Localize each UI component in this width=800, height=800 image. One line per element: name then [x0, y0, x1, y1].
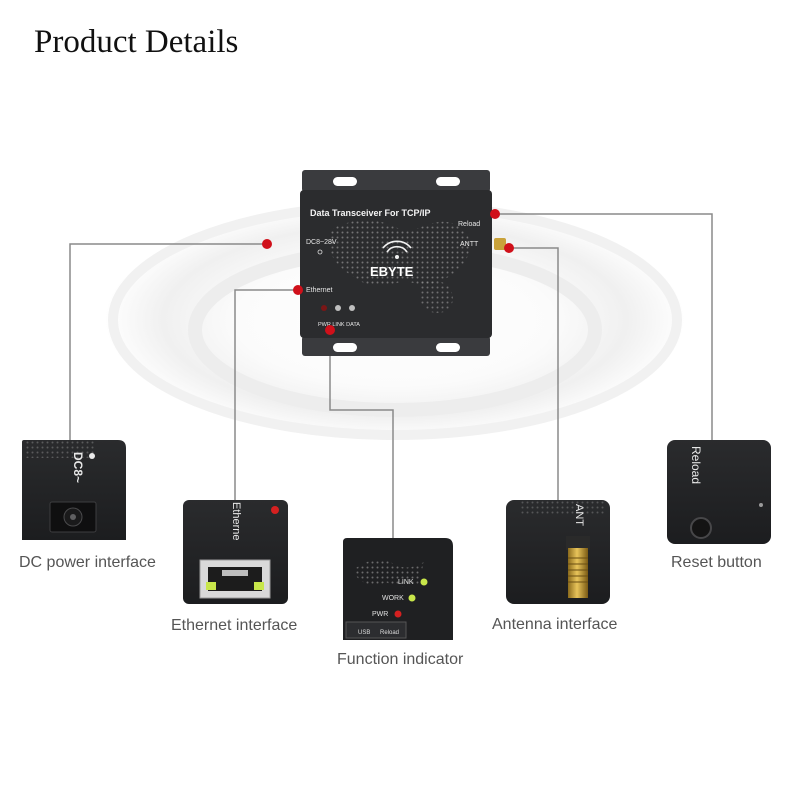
pwr-led-icon [394, 610, 402, 618]
led-label-pwr: PWR [372, 611, 388, 618]
page-title: Product Details [34, 24, 239, 60]
link-led-icon [420, 578, 428, 586]
callout-dot [262, 239, 272, 249]
reset-button-icon [690, 517, 712, 539]
device: Data Transceiver For TCP/IP EBYTE DC8~28… [300, 170, 506, 356]
mount-slot [436, 177, 460, 186]
function-indicator-detail: LINK WORK PWR USB Reload [343, 538, 453, 640]
ethernet-detail-text: Etherne [230, 502, 242, 541]
device-reload-text: Reload [458, 221, 480, 228]
device-indicator-text: PWR LINK DATA [318, 322, 360, 328]
antenna-connector [494, 238, 506, 250]
mount-slot [333, 177, 357, 186]
pwr-led [321, 305, 327, 311]
function-button-reload: Reload [380, 630, 399, 636]
function-indicator-label: Function indicator [337, 651, 464, 668]
mount-slot [333, 343, 357, 352]
function-button-usb: USB [358, 630, 370, 636]
work-led-icon [408, 594, 416, 602]
leader-lines [69, 213, 713, 540]
reset-detail: Reload [667, 440, 771, 544]
reset-detail-text: Reload [689, 446, 703, 484]
mount-slot [436, 343, 460, 352]
world-map [328, 220, 470, 287]
callout-dot [325, 325, 335, 335]
dc-detail-text: DC8~ [71, 452, 85, 483]
device-ethernet-text: Ethernet [306, 287, 333, 294]
data-led [349, 305, 355, 311]
callout-dots [262, 209, 514, 335]
wifi-icon [382, 240, 412, 259]
ethernet-detail: Etherne [183, 500, 288, 604]
device-brand: EBYTE [370, 264, 414, 279]
led-label-work: WORK [382, 595, 404, 602]
callout-dot [293, 285, 303, 295]
antenna-detail-text: ANT [573, 504, 585, 526]
dc-power-detail: DC8~ [22, 440, 126, 540]
led-label-link: LINK [398, 579, 414, 586]
antenna-label: Antenna interface [492, 616, 618, 633]
device-power-text: DC8~28V [306, 239, 337, 246]
reset-label: Reset button [671, 554, 762, 571]
callout-dot [504, 243, 514, 253]
callout-dot [490, 209, 500, 219]
device-title: Data Transceiver For TCP/IP [310, 208, 431, 218]
ethernet-label: Ethernet interface [171, 617, 298, 634]
dc-power-label: DC power interface [19, 554, 156, 571]
link-led [335, 305, 341, 311]
device-antenna-text: ANTT [460, 241, 479, 248]
sma-connector [568, 548, 588, 598]
antenna-detail: ANT [506, 500, 610, 604]
